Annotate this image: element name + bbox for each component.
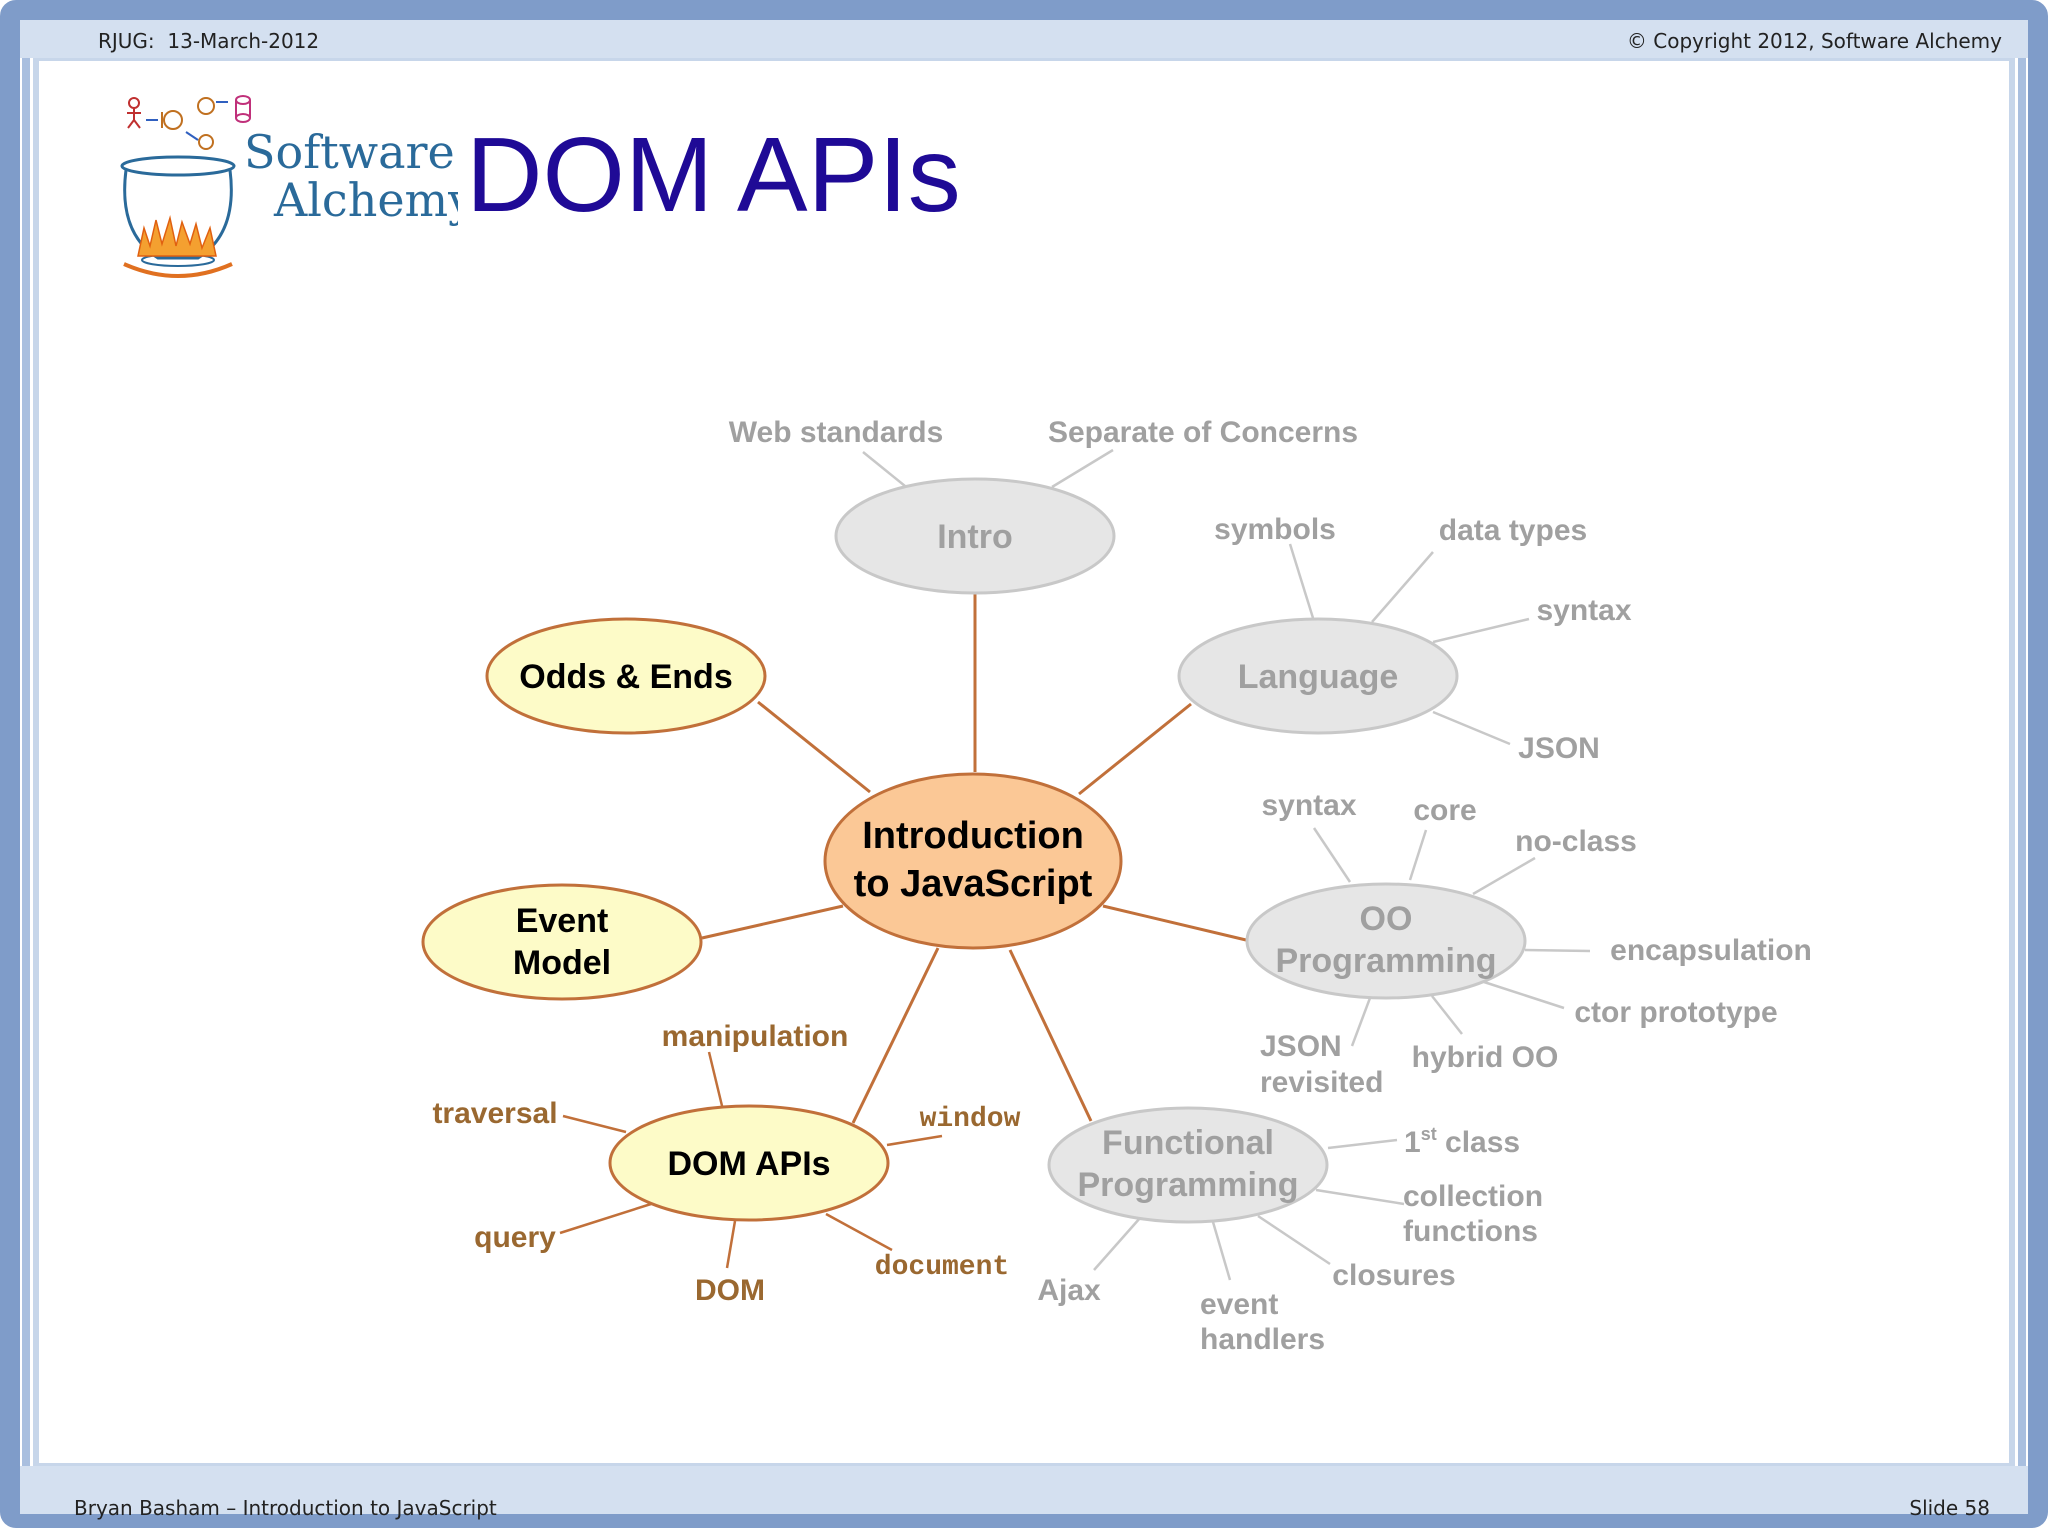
functional-label-line1: Functional	[1102, 1124, 1274, 1162]
event-model-line2: Model	[513, 944, 611, 982]
intro-label: Intro	[937, 518, 1013, 556]
leaf-collection-functions-2: functions	[1403, 1215, 1538, 1248]
center-label-line2: to JavaScript	[854, 863, 1093, 905]
footer-right: Slide 58	[1909, 1496, 1990, 1520]
leaf-core: core	[1413, 794, 1476, 827]
header-left: RJUG: 13-March-2012	[98, 29, 320, 53]
oo-label-line1: OO	[1360, 900, 1413, 938]
symbols-icon	[127, 95, 251, 150]
leaf-data-types: data types	[1439, 514, 1587, 547]
dom-apis-label: DOM APIs	[667, 1145, 830, 1183]
leaf-json: JSON	[1518, 732, 1600, 765]
leaf-oo-syntax: syntax	[1261, 789, 1356, 822]
leaf-ctor-prototype: ctor prototype	[1574, 996, 1777, 1029]
leaf-traversal: traversal	[432, 1097, 557, 1130]
leaf-manipulation: manipulation	[662, 1020, 849, 1053]
logo-line2: Alchemy	[273, 173, 458, 227]
leaf-closures: closures	[1332, 1259, 1455, 1292]
leaf-collection-functions-1: collection	[1403, 1180, 1543, 1213]
event-model-line1: Event	[516, 902, 609, 940]
dom-apis-node: DOM APIs	[608, 1104, 890, 1222]
center-label-line1: Introduction	[862, 815, 1084, 857]
leaf-json-revisited-2: revisited	[1260, 1066, 1383, 1099]
dom-leaf-connectors	[559, 1051, 943, 1269]
language-node: Language	[1177, 617, 1459, 735]
leaf-web-standards: Web standards	[729, 416, 944, 449]
inactive-leaf-connectors	[862, 448, 1591, 1281]
functional-label-line2: Programming	[1077, 1166, 1298, 1204]
odds-and-ends-node: Odds & Ends	[485, 617, 767, 735]
event-model-node: Event Model	[421, 883, 703, 1001]
leaf-query: query	[474, 1221, 556, 1254]
leaf-separate-of-concerns: Separate of Concerns	[1048, 416, 1358, 449]
first-class-rest: class	[1437, 1126, 1520, 1159]
functional-programming-node: Functional Programming	[1047, 1106, 1329, 1224]
center-node: Introduction to JavaScript	[823, 772, 1123, 950]
oo-programming-node: OO Programming	[1245, 882, 1527, 1000]
leaf-first-class: 1st class	[1404, 1124, 1520, 1159]
leaf-ajax: Ajax	[1037, 1274, 1101, 1307]
leaf-hybrid-oo: hybrid OO	[1412, 1041, 1559, 1074]
leaf-language-syntax: syntax	[1536, 594, 1631, 627]
language-label: Language	[1238, 658, 1399, 696]
intro-node: Intro	[834, 477, 1116, 595]
page-title: DOM APIs	[466, 116, 961, 234]
leaf-encapsulation: encapsulation	[1610, 934, 1812, 967]
leaf-event-handlers-1: event	[1200, 1288, 1278, 1321]
oo-label-line2: Programming	[1275, 942, 1496, 980]
odds-and-ends-label: Odds & Ends	[519, 658, 732, 696]
leaf-json-revisited-1: JSON	[1260, 1030, 1342, 1063]
center-connectors	[701, 594, 1247, 1124]
leaf-symbols: symbols	[1214, 513, 1336, 546]
leaf-no-class: no-class	[1515, 825, 1637, 858]
first-class-sup: st	[1421, 1124, 1437, 1144]
leaf-dom: DOM	[695, 1274, 765, 1307]
leaf-document: document	[875, 1252, 1009, 1283]
footer-left: Bryan Basham – Introduction to JavaScrip…	[74, 1496, 497, 1520]
leaf-event-handlers-2: handlers	[1200, 1323, 1325, 1356]
software-alchemy-logo: Software Alchemy	[120, 95, 458, 278]
logo-line1: Software	[244, 125, 455, 179]
header-right: © Copyright 2012, Software Alchemy	[1626, 29, 2002, 53]
leaf-window: window	[920, 1104, 1021, 1135]
cauldron-icon	[120, 155, 236, 278]
first-class-num: 1	[1404, 1126, 1421, 1159]
